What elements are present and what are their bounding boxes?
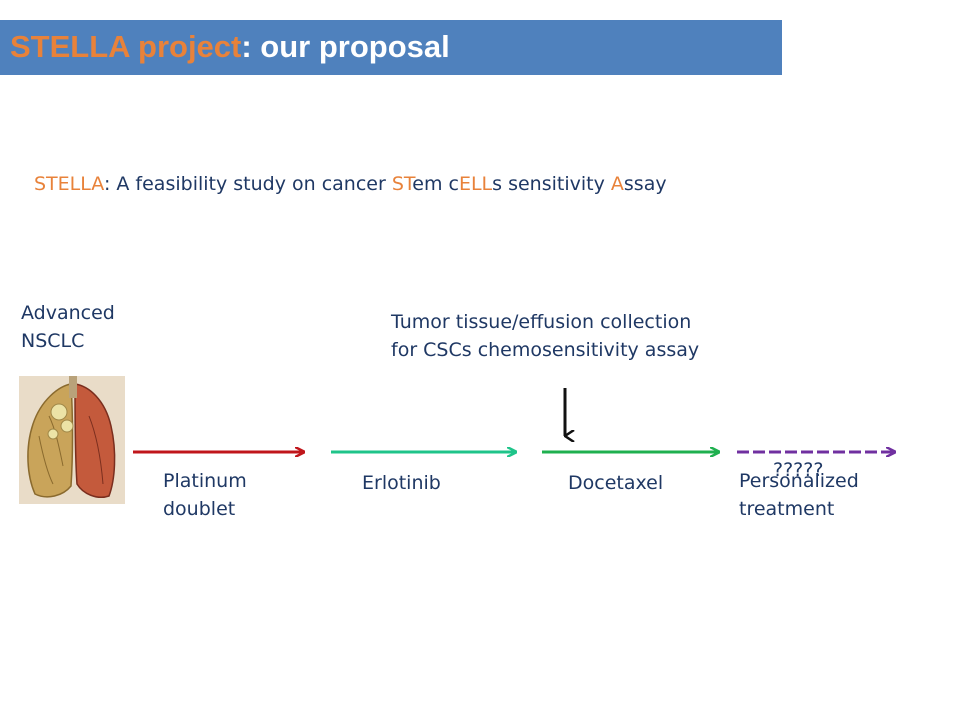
study-subtitle: STELLA: A feasibility study on cancer ST… — [34, 170, 667, 198]
subtitle-text: ssay — [623, 173, 667, 195]
patient-label: Advanced NSCLC — [21, 302, 115, 352]
step-label-personalized: Personalized treatment — [739, 470, 859, 520]
subtitle-highlight: STELLA — [34, 173, 104, 195]
subtitle-text: : A feasibility study on cancer — [103, 173, 392, 195]
lung-icon — [19, 376, 125, 504]
subtitle-highlight: ST — [391, 173, 413, 195]
unknown-treatment-label: ????? — [773, 459, 824, 481]
collection-label: Tumor tissue/effusion collection for CSC… — [391, 311, 700, 361]
subtitle-text: em c — [412, 173, 459, 195]
step-label-platinum: Platinum doublet — [163, 470, 247, 520]
slide-title: STELLA project: our proposal — [10, 26, 450, 68]
subtitle-highlight: A — [610, 173, 624, 195]
step-label-docetaxel: Docetaxel — [568, 472, 664, 494]
step-label-erlotinib: Erlotinib — [362, 472, 441, 494]
title-rest: : our proposal — [241, 29, 450, 64]
subtitle-highlight: ELL — [458, 173, 493, 195]
title-bar: STELLA project: our proposal — [0, 20, 782, 75]
title-highlight: STELLA project — [10, 29, 242, 64]
subtitle-text: s sensitivity — [492, 173, 611, 195]
